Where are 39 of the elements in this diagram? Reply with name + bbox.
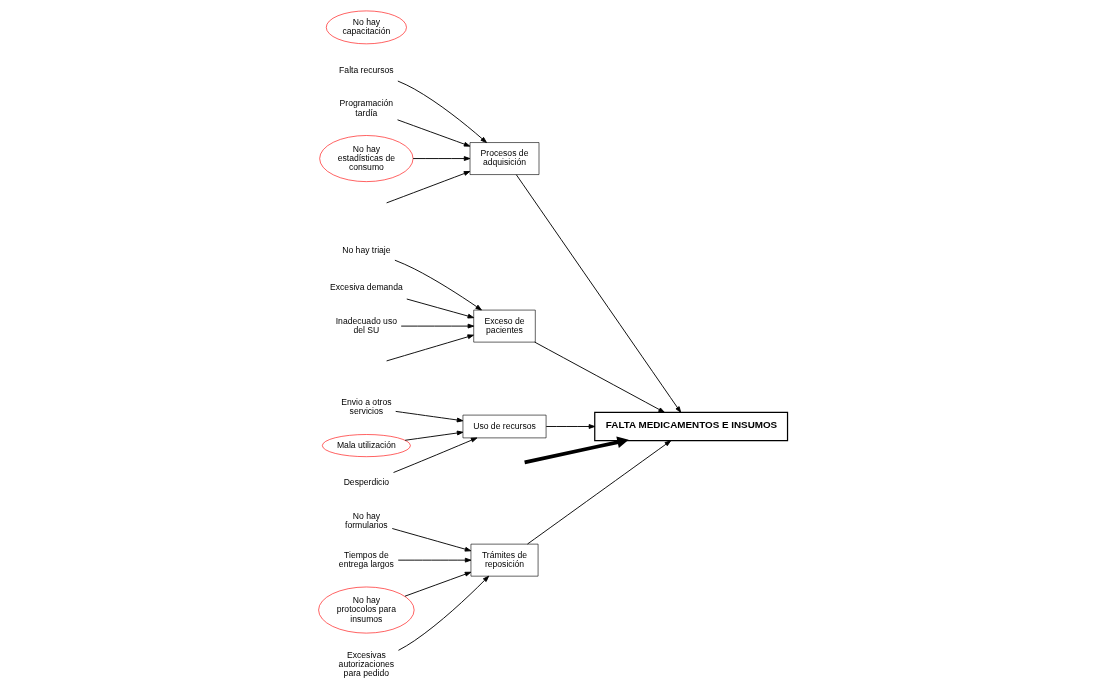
node-box: Procesos de adquisición: [469, 142, 539, 175]
arrow: [545, 424, 595, 429]
node-text: No hay formularios: [344, 511, 388, 531]
node-text: Desperdicio: [343, 477, 389, 488]
arrow: [393, 259, 482, 311]
node-ellipse: No hay protocolos para insumos: [317, 586, 414, 634]
node-text: Excesiva demanda: [329, 282, 403, 293]
node-ellipse: No hay capacitación: [325, 10, 407, 45]
node-text: No hay triaje: [341, 244, 391, 255]
arrow: [394, 410, 463, 423]
arrow: [412, 156, 470, 161]
arrow: [397, 575, 489, 651]
node-text: Envio a otros servicios: [340, 397, 391, 417]
arrow: [404, 571, 471, 597]
node-box: FALTA MEDICAMENTOS E INSUMOS: [593, 411, 788, 442]
arrow: [523, 436, 629, 465]
node-text: Inadecuado uso del SU: [335, 315, 397, 335]
node-text: Excesivas autorizaciones para pedido: [338, 649, 394, 679]
node-ellipse: No hay estadísticas de consumo: [318, 135, 413, 182]
arrow: [397, 557, 471, 563]
arrow: [392, 437, 477, 473]
arrow: [404, 430, 463, 441]
arrow: [385, 334, 474, 362]
arrow: [385, 171, 470, 204]
arrow: [396, 80, 487, 143]
node-box: Uso de recursos: [462, 414, 546, 439]
node-text: Falta recursos: [338, 64, 394, 75]
arrow: [400, 323, 474, 329]
node-box: Trámites de reposición: [470, 543, 538, 577]
arrow: [526, 440, 671, 545]
node-text: Programación tardía: [339, 98, 393, 118]
arrow: [533, 341, 665, 413]
arrow: [391, 528, 471, 552]
node-text: Tiempos de entrega largos: [338, 549, 394, 570]
node-box: Exceso de pacientes: [472, 309, 536, 343]
node-ellipse: Mala utilización: [321, 434, 411, 457]
arrow: [396, 119, 470, 147]
arrow: [515, 174, 681, 413]
arrow: [405, 298, 474, 319]
